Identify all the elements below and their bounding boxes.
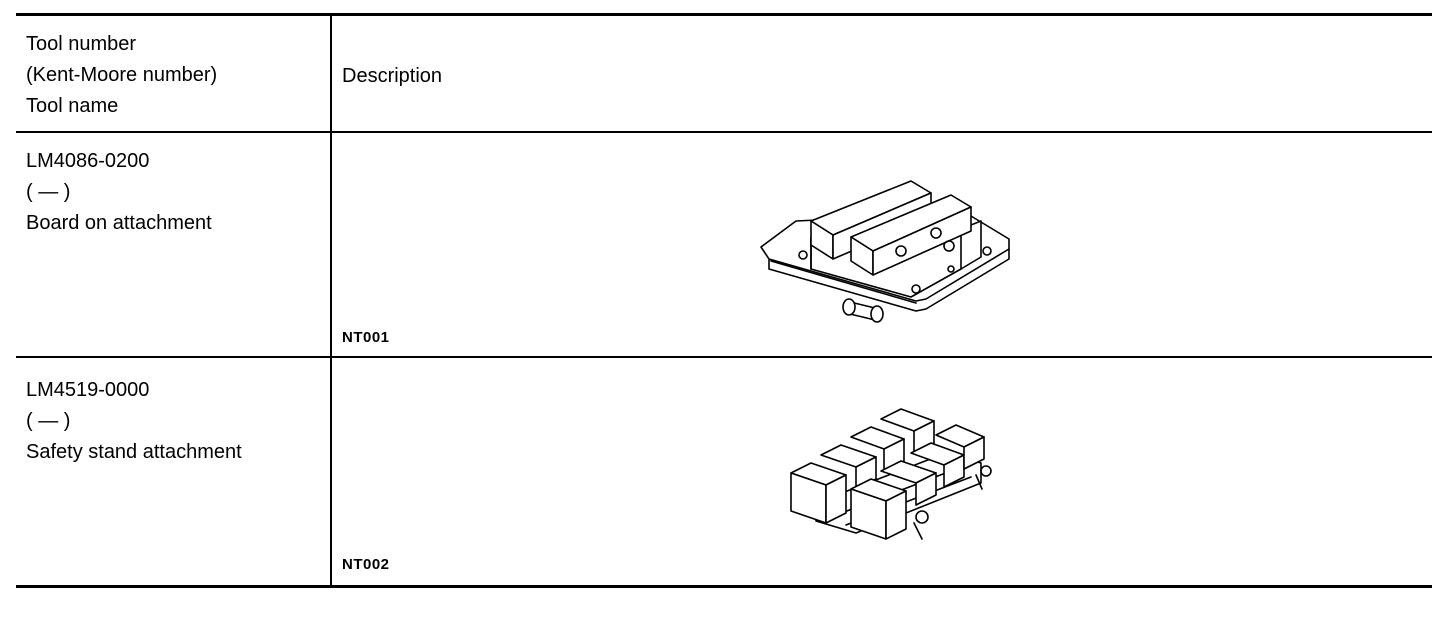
header-tool-info: Tool number (Kent-Moore number) Tool nam…: [26, 29, 217, 122]
safety-stand-attachment-illustration: [790, 408, 992, 540]
special-tools-table: Tool number (Kent-Moore number) Tool nam…: [16, 13, 1432, 589]
column-divider: [330, 16, 332, 585]
header-line-tool-number: Tool number: [26, 33, 137, 55]
row-divider: [16, 356, 1432, 358]
table-bottom-rule: [16, 585, 1432, 588]
board-on-attachment-illustration: [760, 180, 1010, 323]
kent-moore-number: ( — ): [26, 181, 71, 203]
header-line-tool-name: Tool name: [26, 95, 119, 117]
figure-code: NT001: [342, 329, 390, 346]
header-description: Description: [342, 65, 443, 87]
tool-name: Board on attachment: [26, 212, 212, 234]
table-row-2-tool-info: LM4519-0000 ( — ) Safety stand attachmen…: [26, 375, 242, 468]
tool-number: LM4086-0200: [26, 150, 150, 172]
table-row-1-tool-info: LM4086-0200 ( — ) Board on attachment: [26, 146, 212, 239]
table-top-rule: [16, 13, 1432, 16]
header-line-kent-moore: (Kent-Moore number): [26, 64, 218, 86]
header-divider: [16, 131, 1432, 133]
tool-name: Safety stand attachment: [26, 441, 242, 463]
kent-moore-number: ( — ): [26, 410, 71, 432]
tool-number: LM4519-0000: [26, 379, 150, 401]
figure-code: NT002: [342, 556, 390, 573]
